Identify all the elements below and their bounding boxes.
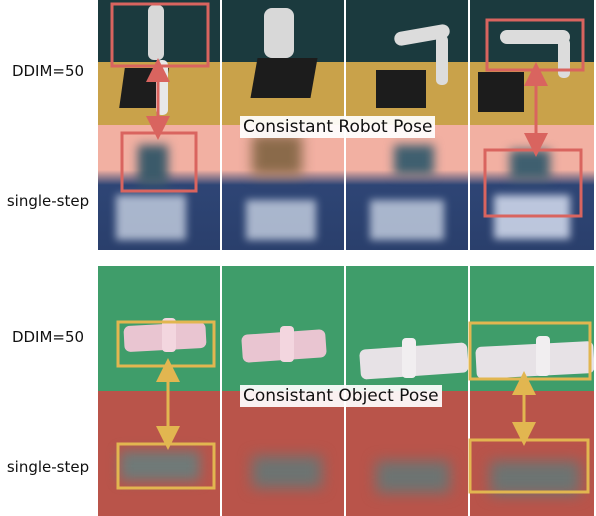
object-ddim-frame-3	[346, 266, 468, 391]
object-single-step-frame-3	[346, 391, 468, 516]
object-single-step-frame-4	[470, 391, 594, 516]
robot-single-step-frame-2	[222, 125, 344, 250]
robot-ddim-frame-4	[470, 0, 594, 125]
row-label-ddim50-object: DDIM=50	[11, 328, 85, 346]
object-single-step-frame-1	[98, 391, 220, 516]
row-label-ddim50-robot: DDIM=50	[11, 62, 85, 80]
object-ddim-frame-4	[470, 266, 594, 391]
robot-ddim-frame-1	[98, 0, 220, 125]
row-label-single-step-object: single-step	[6, 458, 90, 476]
caption-object-pose: Consistant Object Pose	[240, 385, 442, 407]
object-ddim-frame-1	[98, 266, 220, 391]
robot-ddim-frame-2	[222, 0, 344, 125]
caption-robot-pose: Consistant Robot Pose	[240, 116, 436, 138]
row-label-single-step-robot: single-step	[6, 192, 90, 210]
object-ddim-frame-2	[222, 266, 344, 391]
robot-pose-panel: Consistant Robot Pose	[98, 0, 594, 250]
robot-single-step-frame-3	[346, 125, 468, 250]
robot-single-step-frame-1	[98, 125, 220, 250]
object-pose-panel: Consistant Object Pose	[98, 266, 594, 516]
robot-single-step-frame-4	[470, 125, 594, 250]
robot-ddim-frame-3	[346, 0, 468, 125]
object-single-step-frame-2	[222, 391, 344, 516]
